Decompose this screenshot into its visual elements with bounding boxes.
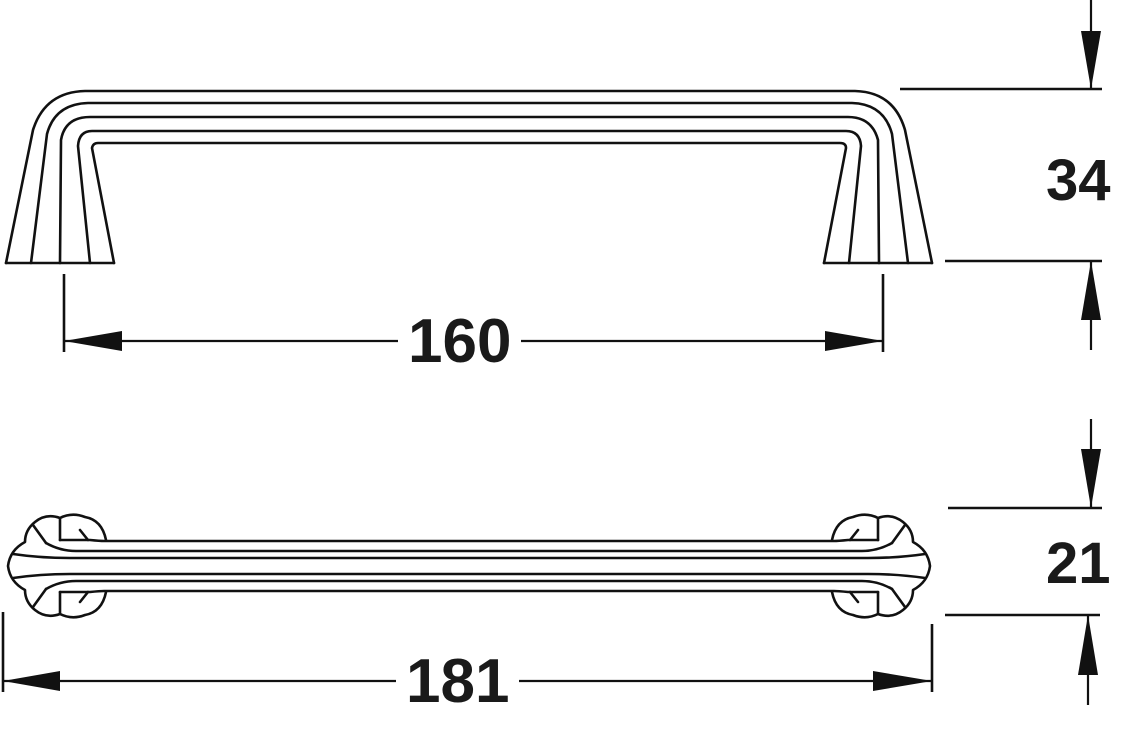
arrow-down-icon [1081, 449, 1101, 508]
dimension-label-21: 21 [1044, 531, 1113, 596]
arrow-down-icon [1081, 31, 1101, 89]
dimension-label-181: 181 [396, 651, 520, 713]
dimension-21 [945, 419, 1102, 705]
arrow-up-icon [1081, 261, 1101, 320]
arrow-left-icon [64, 331, 122, 351]
arrow-up-icon [1078, 615, 1098, 675]
dimension-34 [900, 0, 1102, 350]
top-view-handle [6, 513, 932, 619]
arrow-right-icon [825, 331, 883, 351]
dimension-label-160: 160 [398, 311, 522, 373]
dimension-label-34: 34 [1044, 148, 1113, 213]
arrow-left-icon [3, 671, 60, 691]
arrow-right-icon [873, 671, 932, 691]
side-view-handle [4, 89, 934, 265]
